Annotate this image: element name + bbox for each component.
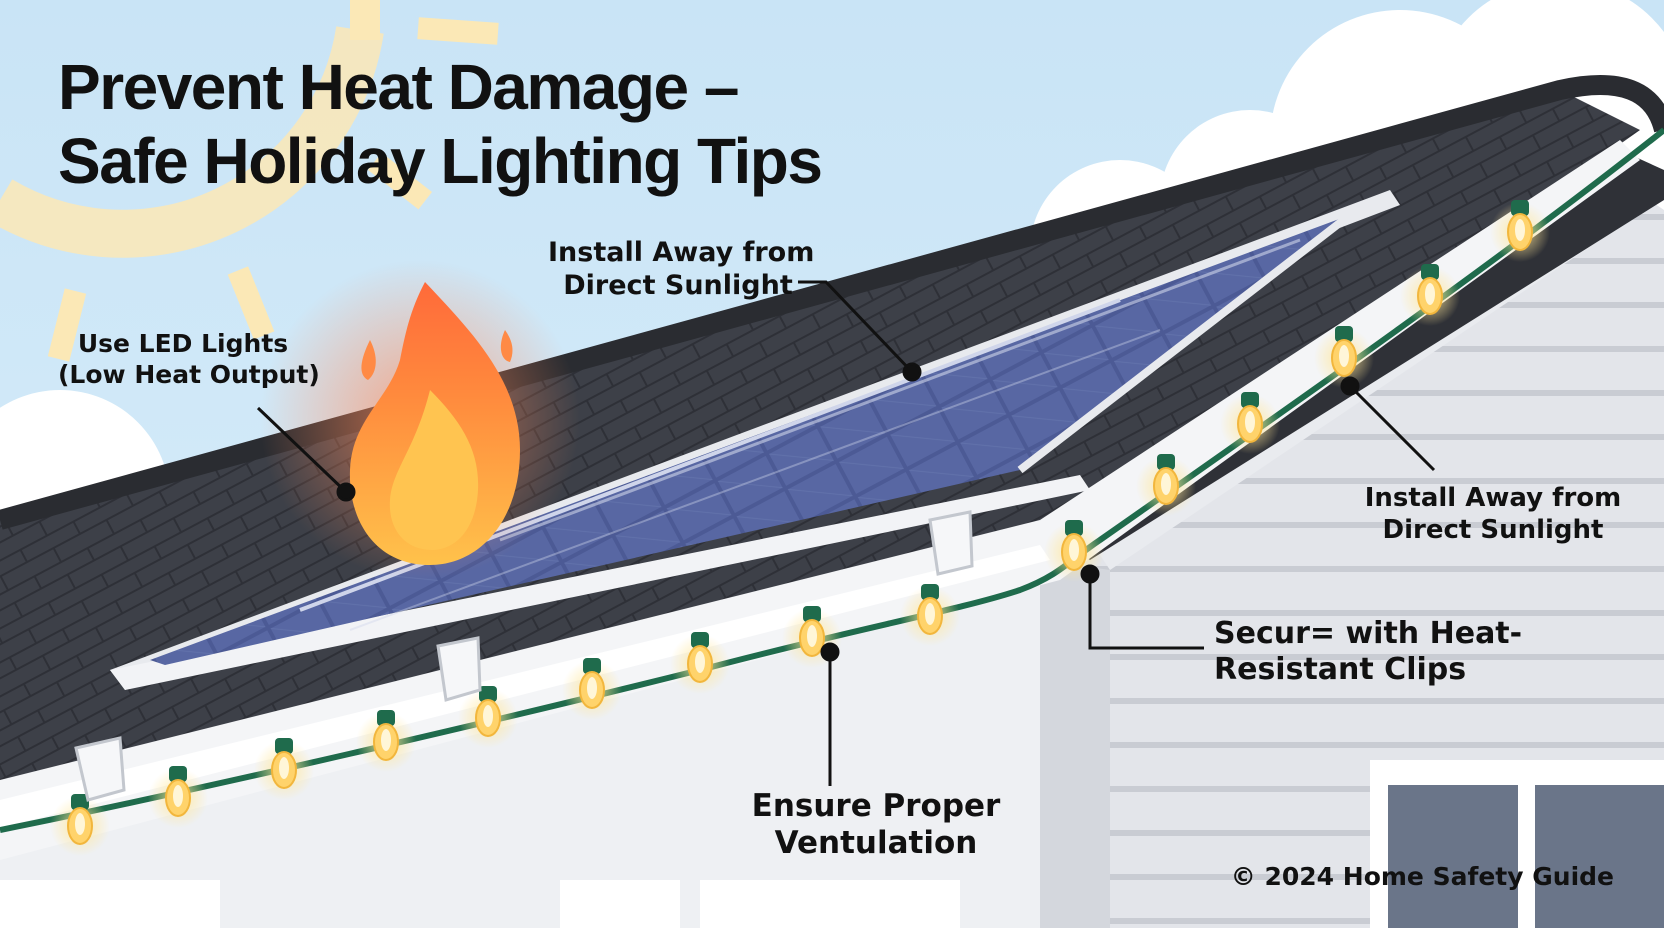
light-bulb-icon (562, 658, 622, 720)
callout-ventilation: Ensure Proper Ventulation (746, 788, 1006, 862)
sun-icon (0, 0, 499, 362)
callout-sunlight-panel-line-1: Install Away from (548, 237, 815, 268)
light-bulb-icon (50, 794, 110, 856)
light-bulb-icon (1490, 200, 1550, 262)
light-bulb-icon (1220, 392, 1280, 454)
callout-sunlight-panel-line-2: Direct Sunlight (563, 270, 793, 301)
light-bulb-icon (148, 766, 208, 828)
light-bulb-icon (254, 738, 314, 800)
gutter-clip-icon (74, 510, 974, 802)
light-bulb-icon (1314, 326, 1374, 388)
callout-ventilation-line-1: Ensure Proper (751, 788, 1001, 824)
light-bulb-icon (1136, 454, 1196, 516)
light-bulb-icon (356, 710, 416, 772)
callout-led-lights: Use LED Lights (Low Heat Output) (58, 328, 320, 390)
flame-icon (260, 260, 580, 580)
callout-clips-line-2: Resistant Clips (1214, 652, 1467, 687)
light-bulb-icon (900, 584, 960, 646)
callout-ventilation-line-2: Ventulation (774, 825, 978, 861)
copyright-notice: © 2024 Home Safety Guide (1230, 862, 1614, 891)
callout-led-line-1: Use LED Lights (77, 329, 289, 358)
title-line-1: Prevent Heat Damage – (58, 51, 739, 123)
title-line-2: Safe Holiday Lighting Tips (58, 125, 823, 197)
callout-clips: Secur= with Heat- Resistant Clips (1214, 616, 1523, 688)
light-bulb-icon (458, 686, 518, 748)
callout-sunlight-eave-line-1: Install Away from (1364, 483, 1622, 513)
light-bulb-icon (1400, 264, 1460, 326)
callout-sunlight-panel: Install Away from Direct Sunlight (548, 236, 815, 302)
light-bulb-icon (670, 632, 730, 694)
callout-sunlight-eave: Install Away from Direct Sunlight (1358, 482, 1628, 546)
callout-clips-line-1: Secur= with Heat- (1214, 616, 1523, 651)
page-title: Prevent Heat Damage – Safe Holiday Light… (58, 50, 823, 198)
callout-led-line-2: (Low Heat Output) (58, 360, 320, 389)
callout-leaders (256, 280, 1436, 786)
callout-sunlight-eave-line-2: Direct Sunlight (1382, 515, 1604, 545)
